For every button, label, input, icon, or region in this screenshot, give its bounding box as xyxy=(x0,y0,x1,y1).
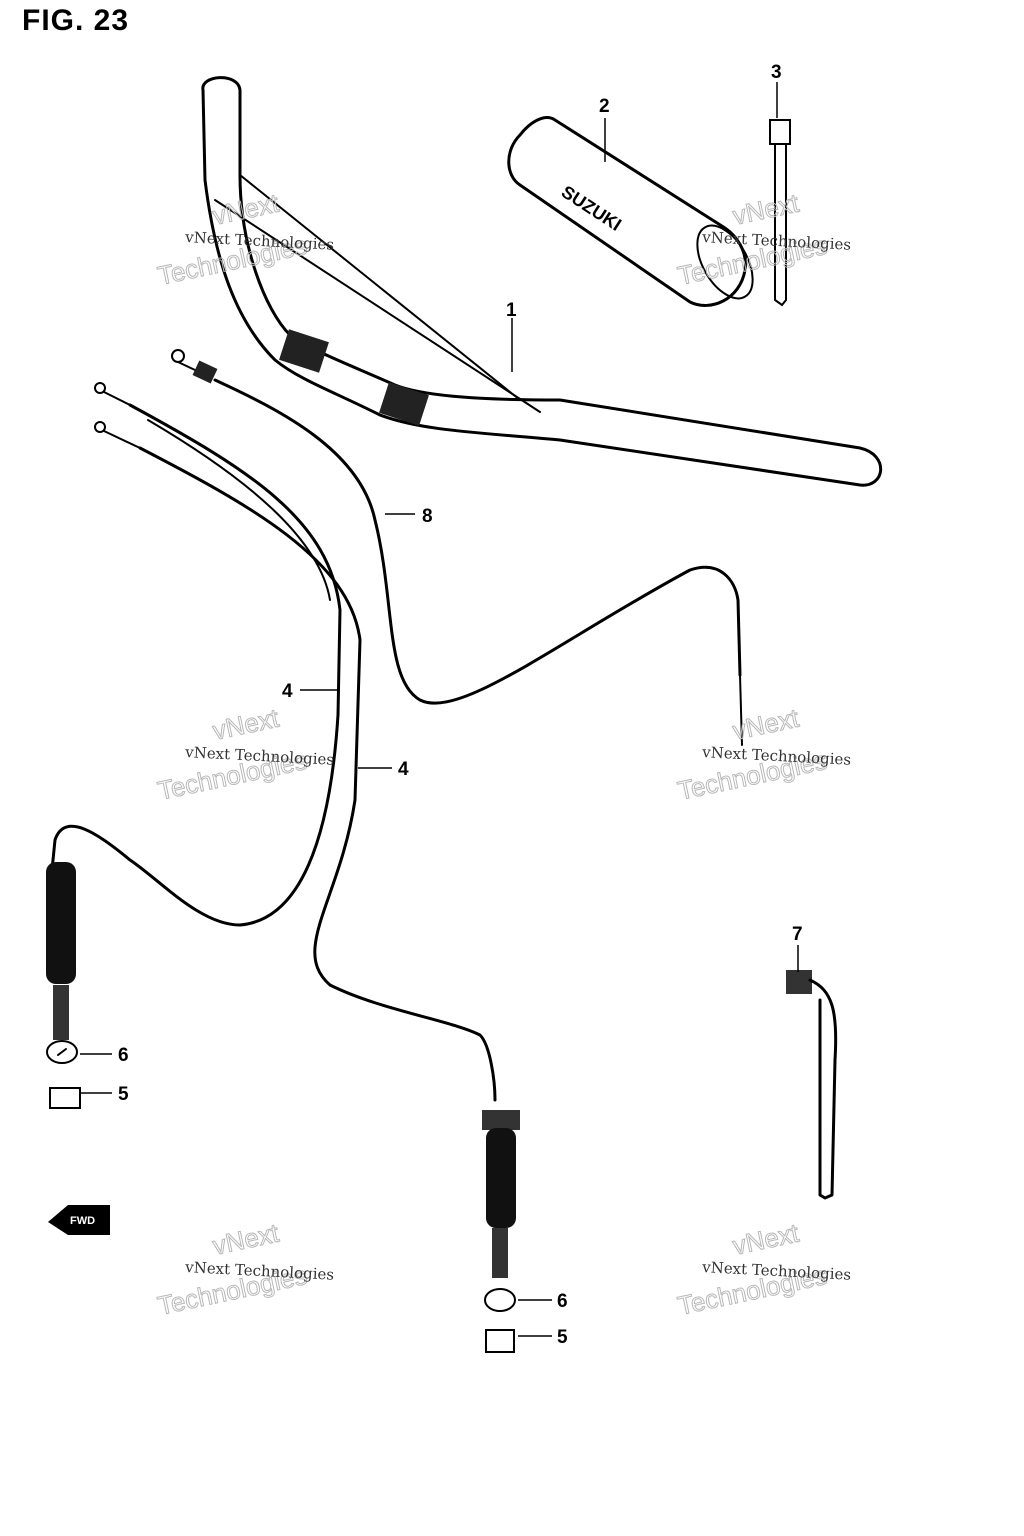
callout-4-a: 4 xyxy=(282,681,293,702)
throttle-cable xyxy=(171,349,743,746)
leader-lines xyxy=(80,82,799,1337)
fwd-arrow: FWD xyxy=(48,1205,110,1235)
adjuster-nut-lower xyxy=(484,1288,516,1312)
watermark-mid-right: vNext Technologies vNext Technologies xyxy=(675,702,852,806)
knurled-section-right xyxy=(379,382,429,426)
adjuster-left xyxy=(46,862,76,1040)
callout-5-upper: 5 xyxy=(118,1084,129,1105)
threaded-rod-left xyxy=(53,985,69,1040)
handlebar xyxy=(201,76,883,487)
watermark-bottom-left: vNext Technologies vNext Technologies xyxy=(155,1217,335,1321)
bracket-right xyxy=(482,1110,520,1130)
callout-3: 3 xyxy=(771,62,782,83)
watermark-mid-left: vNext Technologies vNext Technologies xyxy=(155,702,335,806)
tie-strap-large-head xyxy=(786,970,812,994)
callout-6-lower: 6 xyxy=(557,1291,568,1312)
callout-8: 8 xyxy=(422,506,433,527)
threaded-rod-right xyxy=(492,1228,508,1278)
tie-strap-small xyxy=(769,119,791,307)
svg-text:vNext: vNext xyxy=(210,1218,282,1261)
callout-1: 1 xyxy=(506,300,517,321)
adjuster-nut-upper xyxy=(46,1040,78,1064)
pad-brand-text: SUZUKI xyxy=(558,182,625,235)
svg-text:vNext: vNext xyxy=(730,1218,802,1261)
figure-title: FIG. 23 xyxy=(22,4,130,37)
brake-cable-right xyxy=(94,421,497,1102)
callout-2: 2 xyxy=(599,96,610,117)
tie-strap-head xyxy=(769,119,791,145)
watermark-bottom-right: vNext Technologies vNext Technologies xyxy=(675,1217,852,1321)
callout-labels: 1 2 3 8 4 4 7 6 5 6 5 xyxy=(118,62,803,1348)
fwd-label: FWD xyxy=(70,1215,95,1227)
spring-boot-right xyxy=(486,1128,516,1228)
watermark-top-left: vNext Technologies vNext Technologies xyxy=(155,187,335,291)
brake-cable-left xyxy=(50,382,342,927)
callout-7: 7 xyxy=(792,924,803,945)
svg-text:vNext: vNext xyxy=(730,188,802,231)
watermark-top-right: vNext Technologies vNext Technologies xyxy=(675,187,852,291)
svg-text:vNext: vNext xyxy=(210,188,282,231)
spring-boot-left xyxy=(46,862,76,984)
knurled-section-left xyxy=(279,329,329,373)
callout-6-upper: 6 xyxy=(118,1045,129,1066)
callout-4-b: 4 xyxy=(398,759,409,780)
adjuster-right xyxy=(482,1110,520,1278)
svg-text:vNext: vNext xyxy=(210,703,282,746)
cable-end-cap-upper xyxy=(49,1087,81,1109)
tie-strap-large xyxy=(786,970,838,1200)
callout-5-lower: 5 xyxy=(557,1327,568,1348)
cable-end-cap-lower xyxy=(485,1329,515,1353)
